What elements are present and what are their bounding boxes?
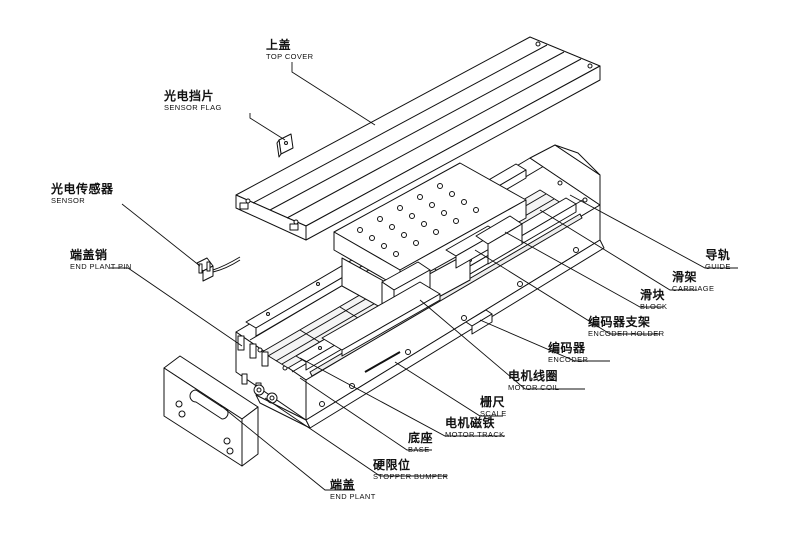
- label-sensor-flag-en: SENSOR FLAG: [164, 103, 222, 112]
- label-base: 底座 BASE: [408, 432, 433, 454]
- top-cover-part: [235, 36, 601, 241]
- label-end-plant-pin-en: END PLANT PIN: [70, 262, 132, 271]
- label-scale-zh: 栅尺: [480, 395, 506, 409]
- label-carriage: 滑架 CARRIAGE: [672, 271, 714, 293]
- label-sensor: 光电传感器 SENSOR: [51, 183, 114, 205]
- label-stopper-bumper-en: STOPPER BUMPER: [373, 472, 449, 481]
- label-block-en: BLOCK: [640, 302, 668, 311]
- sensor-flag-part: [276, 133, 294, 158]
- label-base-zh: 底座: [408, 431, 434, 445]
- label-motor-coil: 电机线圈 MOTOR COIL: [508, 370, 559, 392]
- label-encoder-holder-zh: 编码器支架: [588, 315, 651, 329]
- label-carriage-zh: 滑架: [672, 270, 698, 284]
- label-sensor-flag-zh: 光电挡片: [164, 89, 215, 103]
- label-carriage-en: CARRIAGE: [672, 284, 715, 293]
- label-base-en: BASE: [408, 445, 430, 454]
- label-block: 滑块 BLOCK: [640, 289, 667, 311]
- label-guide-en: GUIDE: [705, 262, 731, 271]
- label-top-cover: 上盖 TOP COVER: [266, 39, 314, 61]
- label-encoder-zh: 编码器: [548, 341, 586, 355]
- label-motor-track: 电机磁铁 MOTOR TRACK: [445, 417, 505, 439]
- motor-coil-part: [321, 281, 441, 357]
- label-sensor-flag: 光电挡片 SENSOR FLAG: [164, 90, 222, 112]
- label-top-cover-zh: 上盖: [266, 38, 292, 52]
- label-guide: 导轨 GUIDE: [705, 249, 731, 271]
- label-end-plant-pin-zh: 端盖销: [70, 248, 108, 262]
- label-end-plant-pin: 端盖销 END PLANT PIN: [70, 249, 132, 271]
- label-guide-zh: 导轨: [705, 248, 731, 262]
- label-end-plant-zh: 端盖: [330, 478, 356, 492]
- label-sensor-zh: 光电传感器: [51, 182, 114, 196]
- label-end-plant-en: END PLANT: [330, 492, 376, 501]
- sensor-part: [196, 256, 241, 282]
- label-motor-coil-zh: 电机线圈: [508, 369, 559, 383]
- label-encoder: 编码器 ENCODER: [548, 342, 588, 364]
- label-block-zh: 滑块: [640, 288, 666, 302]
- label-encoder-holder: 编码器支架 ENCODER HOLDER: [588, 316, 664, 338]
- label-end-plant: 端盖 END PLANT: [330, 479, 376, 501]
- label-encoder-holder-en: ENCODER HOLDER: [588, 329, 665, 338]
- leader-lines: [110, 62, 738, 491]
- label-sensor-en: SENSOR: [51, 196, 86, 205]
- label-motor-track-en: MOTOR TRACK: [445, 430, 505, 439]
- label-stopper-bumper: 硬限位 STOPPER BUMPER: [373, 459, 448, 481]
- label-scale-en: SCALE: [480, 409, 507, 418]
- label-motor-coil-en: MOTOR COIL: [508, 383, 560, 392]
- label-motor-track-zh: 电机磁铁: [445, 416, 496, 430]
- label-encoder-en: ENCODER: [548, 355, 589, 364]
- stopper-bumper-part: [253, 384, 278, 404]
- label-top-cover-en: TOP COVER: [266, 52, 314, 61]
- label-stopper-bumper-zh: 硬限位: [373, 458, 411, 472]
- label-scale: 栅尺 SCALE: [480, 396, 507, 418]
- end-plant-part: [163, 355, 259, 467]
